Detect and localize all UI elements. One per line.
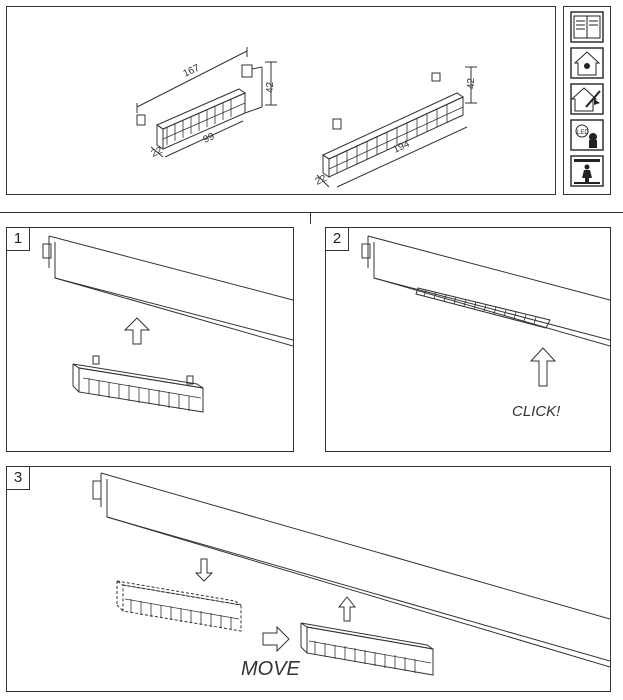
step-3-panel: 3 <box>6 466 611 692</box>
small-depth-label: 22 <box>150 145 165 160</box>
click-label: CLICK! <box>512 403 561 420</box>
step-1-number: 1 <box>7 228 30 251</box>
led-lamp-icon: LED <box>570 119 604 151</box>
svg-text:LED: LED <box>577 130 589 136</box>
step-2-panel: 2 <box>325 227 611 452</box>
indoor-house-icon <box>570 47 604 79</box>
dimension-drawing-panel: 167 42 22 99 <box>6 6 556 195</box>
large-height-label: 42 <box>466 77 477 89</box>
large-length-label: 194 <box>392 139 412 156</box>
step-2-illustration: CLICK! <box>361 235 611 420</box>
small-length-label: 167 <box>182 63 202 80</box>
large-depth-label: 22 <box>314 173 329 188</box>
icon-sidebar: LED <box>563 6 611 195</box>
installer-person-icon <box>570 155 604 187</box>
large-fixture-drawing <box>316 66 477 188</box>
step-3-illustration: MOVE <box>92 472 611 680</box>
step-1-panel: 1 <box>6 227 294 452</box>
section-divider-vertical <box>310 212 311 224</box>
manual-book-icon <box>570 11 604 43</box>
step-2-number: 2 <box>326 228 349 251</box>
no-wet-install-house-icon <box>570 83 604 115</box>
section-divider <box>0 212 623 213</box>
small-height-label: 42 <box>265 81 276 93</box>
step-3-number: 3 <box>7 467 30 490</box>
icon-sidebar-graphics: LED <box>570 11 604 187</box>
dimension-drawing: 167 42 22 99 <box>136 47 477 188</box>
step-1-illustration <box>42 235 294 413</box>
small-fixture-drawing <box>136 47 277 158</box>
move-label: MOVE <box>241 658 301 680</box>
small-inner-label: 99 <box>202 131 217 146</box>
